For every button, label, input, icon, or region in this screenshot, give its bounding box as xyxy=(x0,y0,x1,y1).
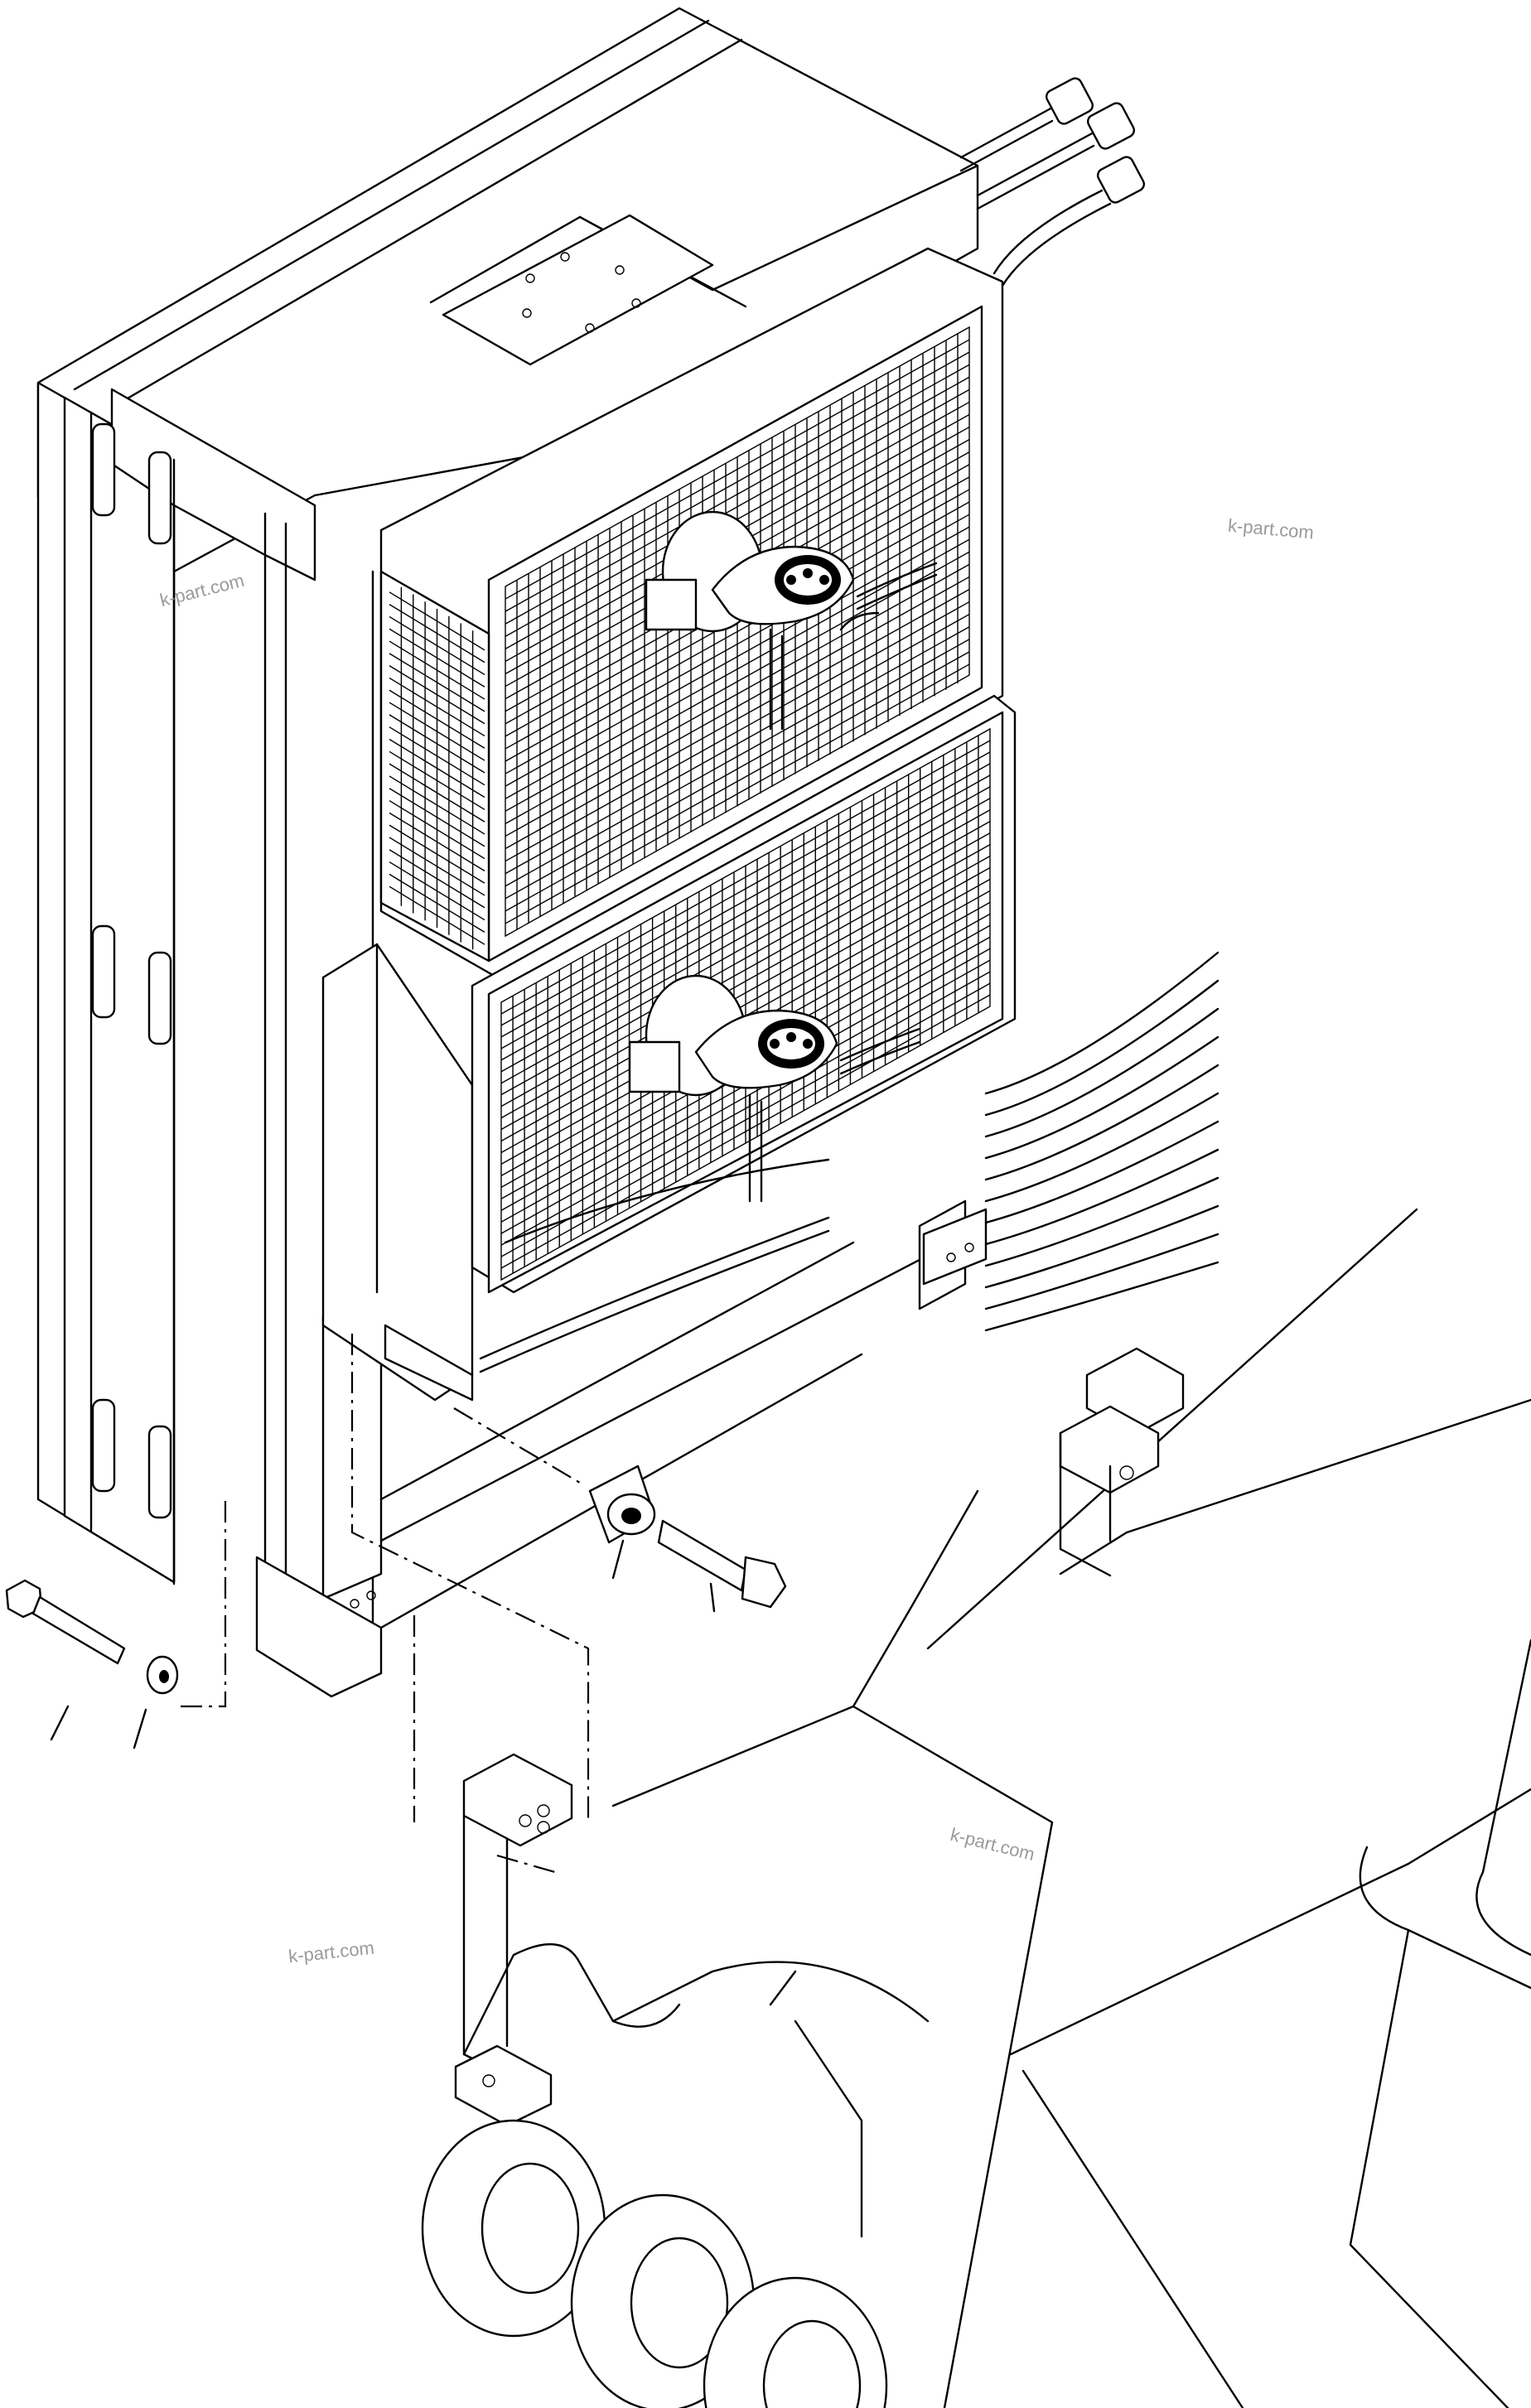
mesh-wire xyxy=(389,689,485,749)
mesh-wire xyxy=(389,665,485,725)
mesh-wire xyxy=(505,601,970,862)
mounting-block-right xyxy=(1059,1347,1185,1577)
fan-motor-lower xyxy=(628,974,921,1203)
mesh-wire xyxy=(505,651,970,912)
mesh-wire xyxy=(505,501,970,762)
hinge-middle-left xyxy=(91,924,172,1045)
hose-line xyxy=(984,1120,1219,1224)
fan-guard-lower xyxy=(471,694,1017,1294)
fan-motor-upper xyxy=(645,510,938,731)
mesh-wire xyxy=(505,526,970,787)
mesh-wire xyxy=(389,714,485,774)
bolt-left xyxy=(5,1579,126,1741)
hose-line xyxy=(984,1261,1219,1332)
mesh-wire xyxy=(389,775,485,835)
bolt-center xyxy=(657,1519,787,1613)
mesh-wire xyxy=(500,809,991,1084)
hinge-top-left xyxy=(91,422,172,545)
grille-mesh-lower xyxy=(500,735,991,1274)
hydraulic-hoses-top xyxy=(959,77,1146,287)
hose-line xyxy=(984,951,1219,1095)
mesh-wire xyxy=(389,677,485,737)
mesh-wire xyxy=(505,614,970,875)
mesh-wire xyxy=(389,653,485,712)
mesh-wire xyxy=(500,982,991,1257)
mesh-wire xyxy=(505,339,970,600)
mesh-wire xyxy=(500,798,991,1073)
cooler-housing xyxy=(36,7,979,573)
washer-left xyxy=(133,1655,179,1749)
mesh-wire xyxy=(505,376,970,637)
hose-line xyxy=(984,1204,1219,1289)
mesh-wire xyxy=(505,364,970,625)
mesh-wire xyxy=(500,751,991,1026)
hinge-bottom-left xyxy=(91,1398,172,1519)
mesh-wire xyxy=(505,551,970,812)
side-bracket xyxy=(321,943,474,1402)
mesh-wire xyxy=(500,971,991,1246)
hose-line xyxy=(984,1176,1219,1267)
hose-line xyxy=(984,1035,1219,1160)
mesh-wire xyxy=(500,775,991,1050)
mesh-wire xyxy=(500,821,991,1096)
mesh-wire xyxy=(389,726,485,786)
grille-mesh-upper-side xyxy=(389,586,485,950)
hose-line xyxy=(984,1064,1219,1181)
mesh-wire xyxy=(505,626,970,887)
hoses-under-guard xyxy=(479,1158,830,1373)
machine-chassis xyxy=(611,1208,1531,2408)
mesh-wire xyxy=(389,861,485,921)
mesh-wire xyxy=(505,351,970,612)
mesh-wire xyxy=(389,799,485,860)
hydraulic-hoses-right xyxy=(984,951,1219,1332)
mesh-wire xyxy=(500,866,991,1142)
mesh-wire xyxy=(500,994,991,1269)
hose-line xyxy=(984,1233,1219,1310)
shroud-holes xyxy=(522,252,641,333)
mesh-wire xyxy=(389,824,485,884)
mesh-wire xyxy=(500,832,991,1107)
mesh-wire xyxy=(505,538,970,799)
mesh-wire xyxy=(389,750,485,810)
spacer-bushing xyxy=(588,1465,656,1580)
mesh-wire xyxy=(389,615,485,676)
mesh-wire xyxy=(505,664,970,924)
mesh-wire xyxy=(389,591,485,651)
mesh-wire xyxy=(389,702,485,761)
hose-line xyxy=(984,1007,1219,1138)
mounting-block-center xyxy=(462,1753,573,2081)
mesh-wire xyxy=(505,588,970,850)
mesh-wire xyxy=(500,855,991,1131)
mesh-wire xyxy=(389,812,485,871)
mesh-wire xyxy=(389,640,485,700)
mesh-wire xyxy=(505,576,970,837)
mesh-wire xyxy=(505,514,970,775)
mesh-wire xyxy=(389,628,485,688)
mesh-wire xyxy=(389,837,485,896)
mesh-wire xyxy=(389,886,485,945)
mesh-wire xyxy=(505,563,970,824)
mesh-wire xyxy=(389,738,485,799)
mesh-wire xyxy=(500,740,991,1015)
mesh-wire xyxy=(500,843,991,1119)
hose-line xyxy=(984,1148,1219,1246)
mesh-wire xyxy=(505,639,970,900)
hose-line xyxy=(984,1092,1219,1203)
mesh-wire xyxy=(389,873,485,933)
mesh-wire xyxy=(500,959,991,1234)
mesh-wire xyxy=(389,763,485,823)
mounting-block-low xyxy=(454,2044,553,2127)
mesh-wire xyxy=(500,763,991,1038)
hose-line xyxy=(984,979,1219,1117)
mesh-wire xyxy=(389,849,485,909)
mesh-wire xyxy=(389,604,485,664)
mesh-wire xyxy=(389,788,485,847)
lower-support-frame xyxy=(255,1199,988,1698)
mesh-wire xyxy=(500,786,991,1061)
lug-plates xyxy=(421,1942,930,2408)
left-side-frame xyxy=(36,381,374,1642)
